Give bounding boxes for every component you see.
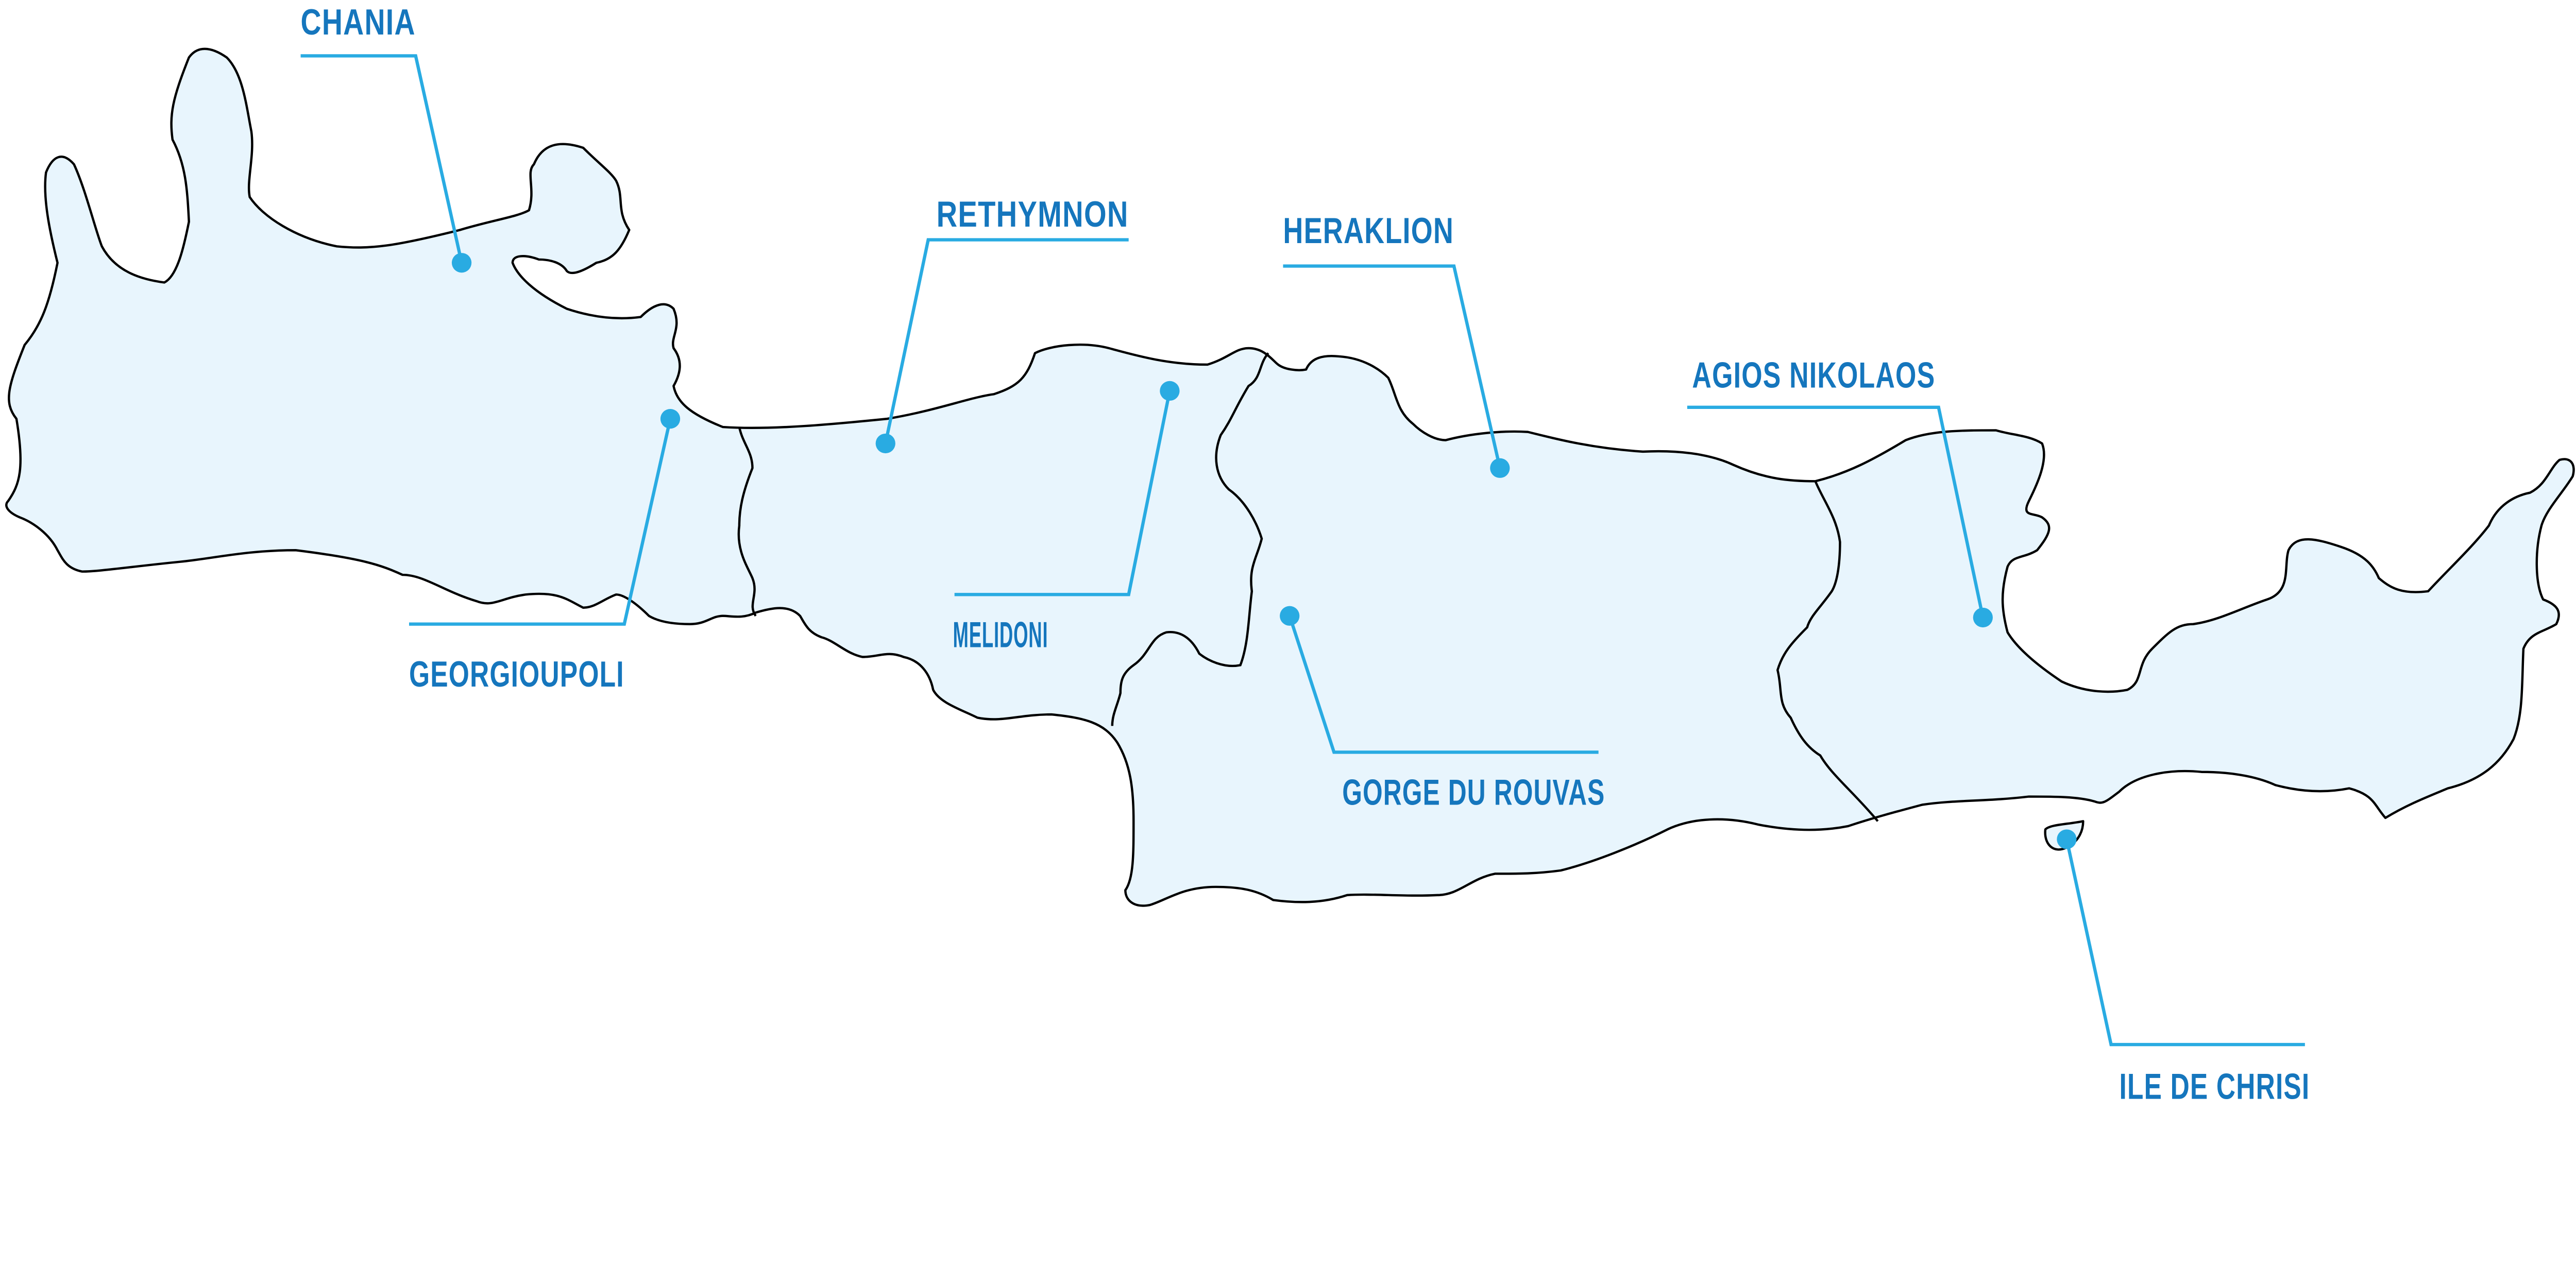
marker-melidoni[interactable]: MELIDONI: [953, 381, 1180, 655]
border-rethymnon-heraklion: [1111, 352, 1269, 726]
label-chania: CHANIA: [301, 2, 416, 42]
marker-heraklion[interactable]: HERAKLION: [1283, 210, 1510, 478]
label-georgioupoli: GEORGIOUPOLI: [409, 654, 624, 694]
location-dot[interactable]: [875, 433, 895, 454]
marker-ile-de-chrisi[interactable]: ILE DE CHRISI: [2057, 829, 2310, 1105]
marker-agios-nikolaos[interactable]: AGIOS NIKOLAOS: [1687, 355, 1993, 628]
label-melidoni: MELIDONI: [953, 614, 1048, 655]
location-dot[interactable]: [2057, 829, 2077, 849]
label-ile-de-chrisi: ILE DE CHRISI: [2120, 1066, 2310, 1105]
location-dot[interactable]: [1160, 381, 1180, 401]
label-heraklion: HERAKLION: [1283, 210, 1454, 251]
leader-line: [1283, 264, 1502, 469]
location-dot[interactable]: [1280, 606, 1300, 626]
label-gorge-du-rouvas: GORGE DU ROUVAS: [1342, 772, 1605, 812]
marker-georgioupoli[interactable]: GEORGIOUPOLI: [409, 408, 681, 694]
location-dot[interactable]: [1490, 458, 1510, 478]
label-agios-nikolaos: AGIOS NIKOLAOS: [1692, 355, 1935, 396]
leader-line: [884, 238, 1129, 444]
leader-line: [1687, 405, 1985, 618]
crete-island: [5, 47, 2575, 907]
border-chania-rethymnon: [737, 426, 757, 617]
location-dot[interactable]: [660, 408, 681, 429]
location-dot[interactable]: [1973, 607, 1993, 628]
leader-line: [1288, 615, 1599, 754]
label-rethymnon: RETHYMNON: [937, 194, 1129, 234]
leader-line: [300, 54, 464, 263]
crete-map: CHANIA RETHYMNON HERAKLION AGIOS NIKOLAO…: [5, 2, 2575, 1105]
leader-line: [2065, 839, 2305, 1047]
leader-line: [409, 418, 672, 626]
marker-gorge-du-rouvas[interactable]: GORGE DU ROUVAS: [1280, 606, 1605, 813]
leader-line: [954, 390, 1172, 596]
border-heraklion-lasithi: [1776, 481, 1879, 822]
marker-chania[interactable]: CHANIA: [300, 2, 472, 273]
marker-rethymnon[interactable]: RETHYMNON: [875, 194, 1129, 454]
location-dot[interactable]: [451, 253, 472, 273]
